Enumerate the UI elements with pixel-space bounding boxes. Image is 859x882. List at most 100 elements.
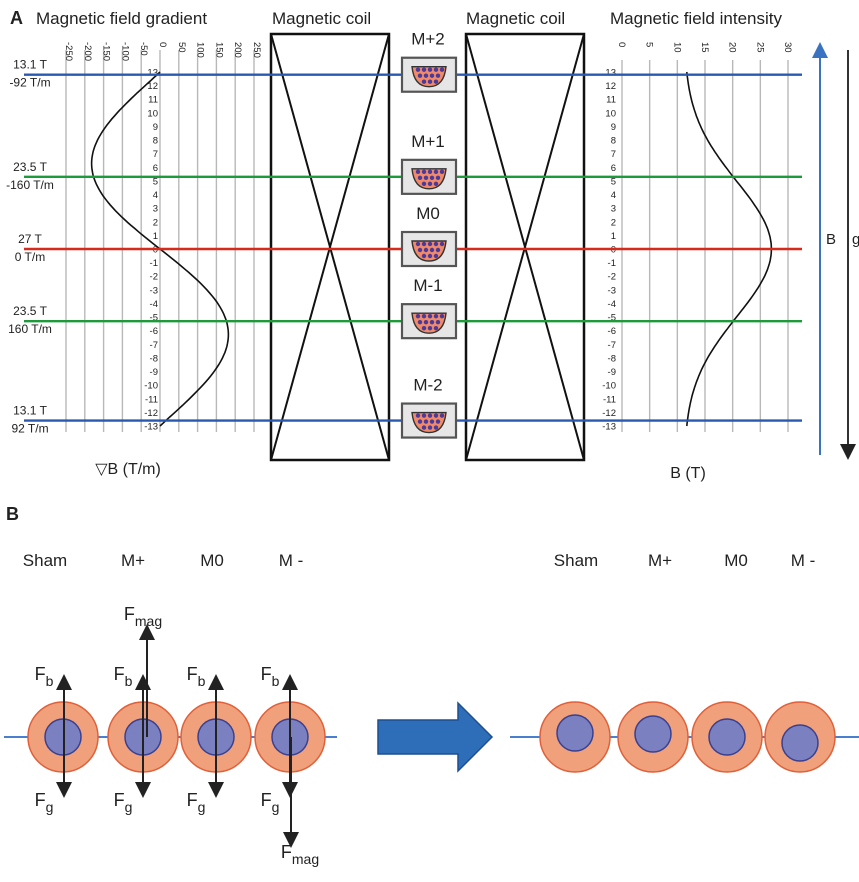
condition-label: M -	[279, 551, 304, 570]
gradient-tick-label: 250	[251, 42, 262, 58]
position-tick-label: 13	[605, 68, 616, 79]
position-tick-label: -7	[608, 340, 616, 351]
position-tick-label: 9	[611, 122, 616, 133]
coil-right-title: Magnetic coil	[466, 9, 565, 28]
conditions-before: Sham M+ M0 M -	[23, 551, 303, 570]
gradient-title: Magnetic field gradient	[36, 9, 207, 28]
gradient-tick-label: 50	[176, 42, 187, 53]
position-tick-label: -5	[608, 313, 616, 324]
gradient-grid	[65, 50, 255, 432]
position-tick-label: -4	[150, 299, 158, 310]
position-tick-label: 10	[147, 108, 158, 119]
force-label: Fg	[261, 790, 280, 815]
level-field: 27 T	[18, 232, 42, 246]
gradient-tick-label: -200	[82, 42, 93, 61]
position-tick-label: -9	[608, 367, 616, 378]
position-tick-label: -12	[144, 408, 158, 419]
position-tick-label: -7	[150, 340, 158, 351]
position-tick-label: -1	[608, 258, 616, 269]
position-tick-label: -2	[608, 272, 616, 283]
position-tick-label: -12	[602, 408, 616, 419]
force-label: Fb	[35, 664, 54, 689]
level-field: 13.1 T	[13, 404, 47, 418]
position-tick-label: 8	[611, 136, 616, 147]
magnetic-coil-right	[464, 32, 586, 462]
position-tick-label: 1	[153, 231, 158, 242]
position-tick-label: 12	[605, 81, 616, 92]
level-gradient: 92 T/m	[11, 422, 48, 436]
intensity-tick-label: 20	[727, 42, 738, 53]
magnetic-coil-left	[269, 32, 391, 462]
position-tick-label: 3	[153, 204, 158, 215]
panel-a-label: A	[10, 8, 23, 28]
cell	[691, 701, 763, 773]
gradient-tick-label: -150	[101, 42, 112, 61]
position-tick-label: 6	[153, 163, 158, 174]
position-tick-label: -2	[150, 272, 158, 283]
position-tick-label: 10	[605, 108, 616, 119]
left-position-ticks: 131211109876543210-1-2-3-4-5-6-7-8-9-10-…	[144, 68, 158, 433]
gradient-tick-label: 0	[157, 42, 168, 47]
intensity-tick-label: 0	[616, 42, 627, 47]
condition-label: M0	[200, 551, 224, 570]
culture-dish-icon	[400, 158, 458, 195]
position-tick-label: -1	[150, 258, 158, 269]
position-tick-label: 2	[153, 217, 158, 228]
position-tick-label: 7	[153, 149, 158, 160]
position-tick-label: -4	[608, 299, 616, 310]
position-tick-label: 2	[611, 217, 616, 228]
level-gradient: 0 T/m	[15, 250, 45, 264]
level-label: M+1	[411, 132, 445, 151]
right-position-ticks: 131211109876543210-1-2-3-4-5-6-7-8-9-10-…	[602, 68, 616, 433]
panel-b-label: B	[6, 504, 19, 524]
intensity-tick-label: 15	[699, 42, 710, 53]
position-tick-label: 11	[606, 95, 616, 106]
force-label: Fg	[35, 790, 54, 815]
intensity-title: Magnetic field intensity	[610, 9, 782, 28]
intensity-grid	[621, 60, 789, 432]
position-tick-label: 3	[611, 204, 616, 215]
position-tick-label: 13	[147, 68, 158, 79]
force-label: Fg	[114, 790, 133, 815]
position-tick-label: -10	[144, 381, 158, 392]
level-label: M+2	[411, 30, 445, 49]
position-tick-label: -13	[602, 422, 616, 433]
condition-label: Sham	[554, 551, 598, 570]
intensity-tick-label: 10	[671, 42, 682, 53]
cell	[764, 701, 836, 773]
position-tick-label: 8	[153, 136, 158, 147]
condition-label: Sham	[23, 551, 67, 570]
force-label: Fg	[187, 790, 206, 815]
force-label: Fmag	[124, 604, 162, 629]
b-field-label: B	[826, 231, 836, 248]
gradient-tick-label: 150	[213, 42, 224, 58]
force-label: Fb	[261, 664, 280, 689]
position-tick-label: 4	[153, 190, 158, 201]
gradient-tick-label: 100	[195, 42, 206, 58]
position-tick-label: -8	[150, 353, 158, 364]
force-label: Fmag	[281, 842, 319, 867]
cell	[617, 701, 689, 773]
cells-before	[27, 701, 326, 773]
level-gradient: 160 T/m	[8, 322, 52, 336]
intensity-tick-label: 30	[782, 42, 793, 53]
position-tick-label: -6	[608, 326, 616, 337]
position-tick-label: -13	[144, 422, 158, 433]
level-label: M-2	[413, 376, 442, 395]
gradient-axis-label: ▽B (T/m)	[95, 461, 161, 478]
level-gradient: -92 T/m	[9, 76, 50, 90]
transition-arrow	[377, 701, 494, 773]
gradient-tick-label: -50	[138, 42, 149, 56]
position-tick-label: 5	[153, 176, 158, 187]
gradient-tick-label: 200	[232, 42, 243, 58]
position-tick-label: -11	[603, 394, 616, 405]
position-tick-label: 11	[148, 95, 158, 106]
position-tick-label: -9	[150, 367, 158, 378]
condition-label: M+	[121, 551, 145, 570]
force-label: Fb	[187, 664, 206, 689]
cell	[539, 701, 611, 773]
